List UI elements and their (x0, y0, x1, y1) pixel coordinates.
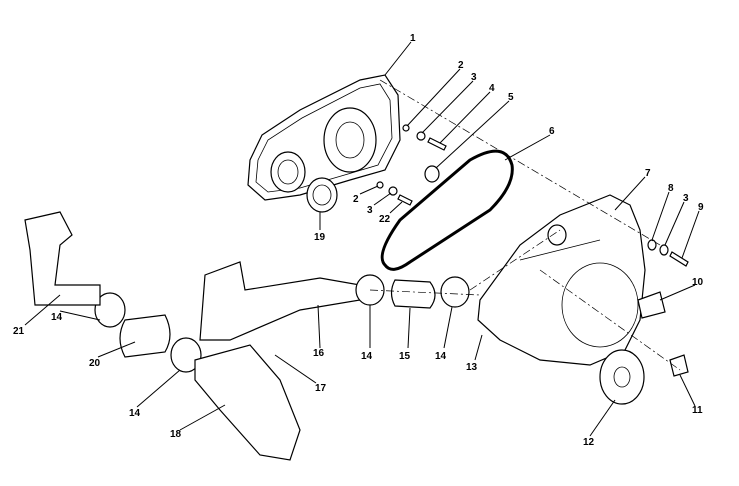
callout-3: 3 (683, 193, 689, 204)
callout-15: 15 (399, 351, 411, 362)
callout-5: 5 (508, 92, 514, 103)
callout-14: 14 (51, 312, 63, 323)
boot-part (390, 279, 436, 309)
callout-1: 1 (410, 33, 416, 44)
callout-14: 14 (435, 351, 447, 362)
callout-22: 22 (379, 214, 391, 225)
callout-18: 18 (170, 429, 182, 440)
washer-part (599, 349, 645, 405)
decal-part (637, 291, 666, 319)
intake-duct-part (199, 261, 361, 341)
callout-3: 3 (471, 72, 477, 83)
drive-belt-part (380, 149, 514, 271)
callout-3: 3 (367, 205, 373, 216)
outer-cover-part (477, 194, 646, 366)
seal-part (306, 177, 338, 213)
hardware-parts (376, 124, 689, 267)
inner-cover-part (247, 74, 401, 201)
callout-19: 19 (314, 232, 326, 243)
hose-part (119, 314, 171, 358)
callout-2: 2 (353, 194, 359, 205)
callout-14: 14 (361, 351, 373, 362)
callout-20: 20 (89, 358, 101, 369)
callout-7: 7 (645, 168, 651, 179)
callout-9: 9 (698, 202, 704, 213)
callout-labels: 1 2 3 4 5 6 7 8 3 9 10 11 12 13 14 15 14… (13, 33, 704, 448)
callout-6: 6 (549, 126, 555, 137)
callout-16: 16 (313, 348, 325, 359)
housing-part (194, 344, 301, 461)
callout-10: 10 (692, 277, 704, 288)
callout-13: 13 (466, 362, 478, 373)
leader-lines (24, 41, 700, 437)
plate-part (669, 354, 689, 377)
callout-4: 4 (489, 83, 495, 94)
callout-12: 12 (583, 437, 595, 448)
callout-21: 21 (13, 326, 25, 337)
callout-14: 14 (129, 408, 141, 419)
intake-pipe-part (24, 211, 101, 306)
callout-11: 11 (692, 405, 703, 416)
callout-8: 8 (668, 183, 674, 194)
callout-2: 2 (458, 60, 464, 71)
callout-17: 17 (315, 383, 327, 394)
